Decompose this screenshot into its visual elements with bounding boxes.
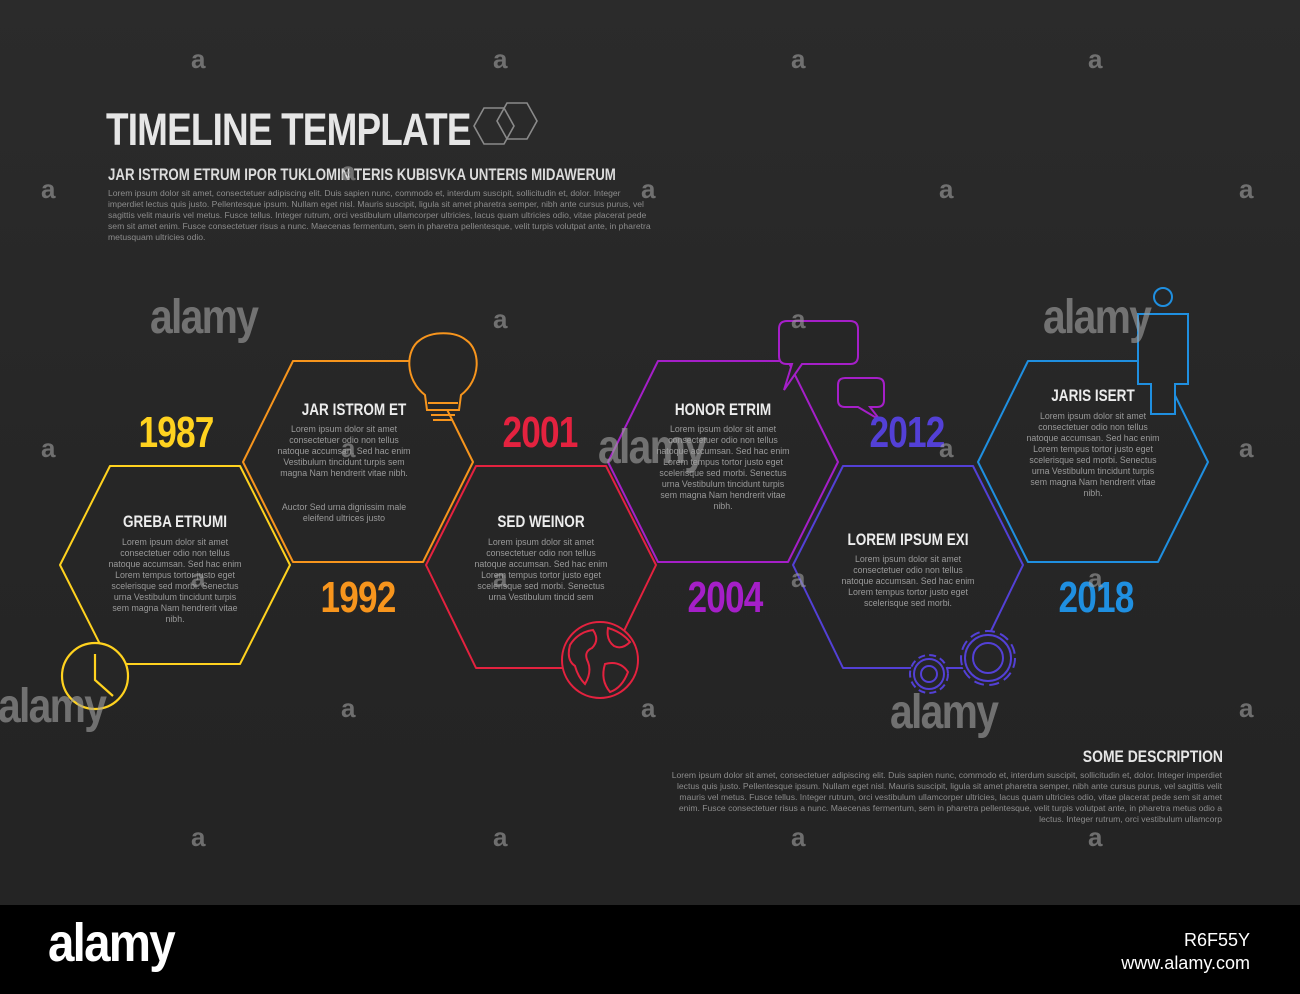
milestone-title-2018: JARIS ISERT [1051, 387, 1135, 405]
watermark-mark: a [939, 174, 954, 204]
watermark-mark: a [791, 822, 806, 852]
watermark-mark: a [341, 433, 356, 463]
page-subtitle: JAR ISTROM ETRUM IPOR TUKLOMIN TERIS KUB… [108, 165, 616, 184]
watermark-mark: a [1239, 174, 1254, 204]
watermark-text: alamy [150, 291, 259, 344]
hexagon-2001 [425, 465, 657, 669]
hexagon-1992 [242, 360, 474, 563]
milestone-text-1987: Lorem ipsum dolor sit amet consectetuer … [108, 537, 242, 624]
milestone-text-1992: Lorem ipsum dolor sit amet consectetuer … [277, 424, 411, 478]
watermark-text: alamy [598, 421, 707, 474]
watermark-mark: a [41, 433, 56, 463]
year-label-2004: 2004 [687, 573, 763, 622]
watermark-mark: a [493, 44, 508, 74]
watermark-mark: a [791, 44, 806, 74]
watermark-mark: a [791, 563, 806, 593]
watermark-mark: a [1239, 433, 1254, 463]
description-title: SOME DESCRIPTION [1082, 747, 1223, 766]
milestone-title-1987: GREBA ETRUMI [123, 513, 227, 531]
intro-paragraph: Lorem ipsum dolor sit amet, consectetuer… [108, 188, 651, 242]
watermark-mark: a [1239, 693, 1254, 723]
milestone-title-2004: HONOR ETRIM [674, 401, 772, 419]
milestone-title-2012: LOREM IPSUM EXI [847, 531, 969, 549]
hexagon-2018 [977, 360, 1209, 563]
lightbulb-icon [408, 332, 478, 421]
footer-url: www.alamy.com [1121, 953, 1250, 973]
hexagon-2012 [792, 465, 1024, 669]
timeline-graphics [59, 102, 1209, 711]
milestone-title-1992: JAR ISTROM ET [301, 401, 407, 419]
watermark-mark: a [191, 822, 206, 852]
globe-icon [561, 621, 639, 699]
watermark-mark: a [191, 563, 206, 593]
watermark-text: alamy [890, 686, 999, 739]
page-title: TIMELINE TEMPLATE [106, 104, 471, 155]
watermark-mark: a [191, 44, 206, 74]
watermark-mark: a [41, 174, 56, 204]
year-label-1992: 1992 [320, 573, 396, 622]
year-label-2001: 2001 [502, 408, 578, 457]
watermark-mark: a [493, 822, 508, 852]
person-icon [1137, 287, 1189, 415]
footer-image-id: R6F55Y [1183, 930, 1250, 950]
description-text: Lorem ipsum dolor sit amet, consectetuer… [671, 770, 1222, 824]
year-label-2018: 2018 [1058, 573, 1134, 622]
footer-logo: alamy [48, 913, 176, 973]
watermark-mark: a [641, 174, 656, 204]
watermark-mark: a [493, 563, 508, 593]
milestone-text-2001: Lorem ipsum dolor sit amet consectetuer … [474, 537, 608, 602]
watermark-mark: a [1088, 563, 1103, 593]
watermark-text: alamy [0, 680, 107, 733]
chat-bubbles-icon [778, 320, 885, 421]
watermark-mark: a [493, 304, 508, 334]
watermark-mark: a [641, 693, 656, 723]
footer-bar [0, 905, 1300, 994]
milestone-text-2004: Lorem ipsum dolor sit amet consectetuer … [656, 424, 790, 511]
hexagon-logo-icon [473, 102, 538, 145]
milestone-text-2018: Lorem ipsum dolor sit amet consectetuer … [1026, 411, 1160, 498]
watermark-mark: a [939, 433, 954, 463]
year-label-1987: 1987 [138, 408, 214, 457]
milestone-title-2001: SED WEINOR [497, 513, 585, 531]
gears-icon [909, 630, 1016, 694]
clock-icon [60, 641, 130, 711]
milestone-text-2012: Lorem ipsum dolor sit amet consectetuer … [841, 554, 975, 608]
milestone-text2-1992: Auctor Sed urna dignissim male eleifend … [281, 502, 407, 523]
watermark-mark: a [1088, 44, 1103, 74]
year-label-2012: 2012 [869, 408, 945, 457]
watermark-mark: a [791, 304, 806, 334]
watermark-mark: a [341, 693, 356, 723]
watermark-text: alamy [1043, 291, 1152, 344]
hexagon-2004 [607, 360, 839, 563]
watermark-mark: a [341, 156, 356, 186]
watermark-mark: a [1088, 822, 1103, 852]
